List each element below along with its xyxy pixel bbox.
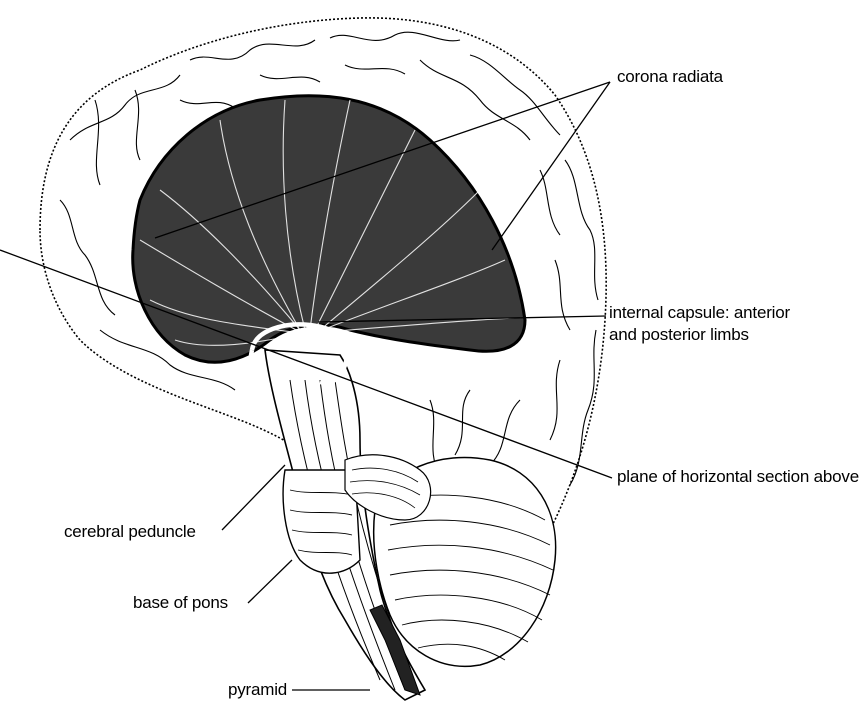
leader-pons (248, 560, 292, 603)
label-cerebral-peduncle: cerebral peduncle (64, 521, 196, 543)
leader-cerebral (222, 465, 285, 530)
label-corona-radiata: corona radiata (617, 66, 723, 88)
label-plane-of-section: plane of horizontal section above (617, 466, 866, 488)
label-base-of-pons: base of pons (133, 592, 228, 614)
label-pyramid: pyramid (228, 679, 287, 701)
label-internal-capsule: internal capsule: anterior and posterior… (609, 302, 790, 346)
